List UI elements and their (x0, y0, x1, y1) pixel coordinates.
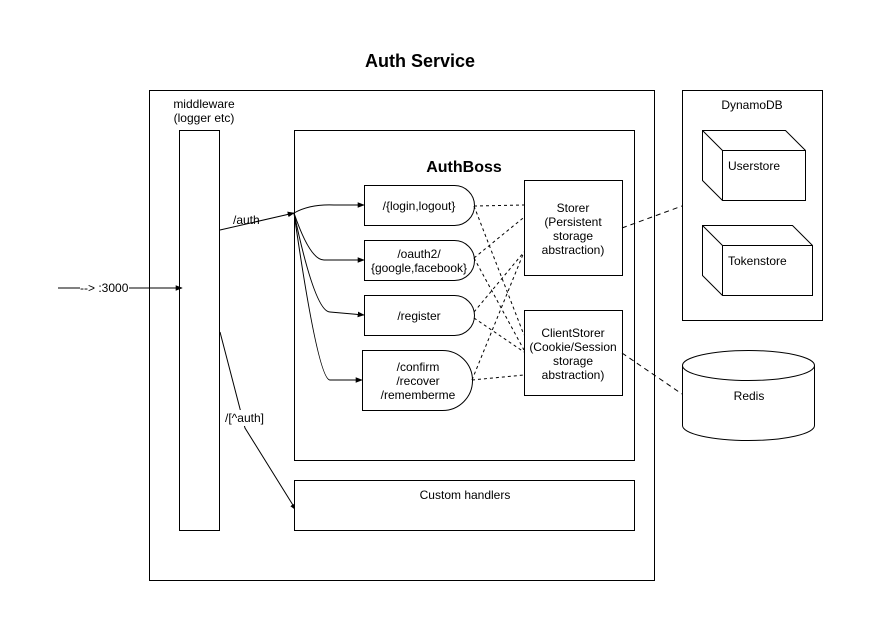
link-clientstorer-redis (621, 352, 683, 395)
client-storer-box (524, 310, 623, 396)
link-register-storer (473, 251, 525, 313)
route-oauth2 (364, 240, 476, 281)
route-storer-connections (471, 204, 529, 381)
dynamodb-title: DynamoDB (721, 98, 782, 112)
userstore-cube: Userstore (702, 130, 806, 201)
route-oauth2-label-line1: /oauth2/ (397, 247, 441, 261)
storer-label-line3: storage (553, 229, 593, 243)
redis-label: Redis (734, 389, 765, 403)
middleware-box (179, 130, 220, 531)
auth-edge (219, 211, 295, 231)
auth-edge-label: /auth (233, 213, 260, 227)
route-confirm-label-line3: /rememberme (381, 388, 456, 402)
client-storer-label-line1: ClientStorer (541, 326, 604, 340)
userstore-label: Userstore (728, 159, 780, 173)
link-register-clientstorer (473, 317, 525, 353)
route-confirm-label-line1: /confirm (397, 360, 440, 374)
not-auth-label-bg (224, 410, 266, 426)
redis-cylinder-body (682, 365, 815, 441)
tokenstore-cube: Tokenstore (702, 225, 813, 296)
storer-label-line2: (Persistent (544, 215, 602, 229)
entry-label: --> :3000 (80, 281, 129, 295)
redis-cylinder-top (682, 350, 815, 381)
storer-label-line1: Storer (557, 201, 590, 215)
client-storer-label-line3: storage (553, 354, 593, 368)
userstore-cube-edges (702, 130, 806, 201)
link-confirm-clientstorer (471, 374, 525, 381)
userstore-cube-outline (702, 130, 806, 201)
middleware-label-line2: (logger etc) (174, 111, 235, 125)
route-edge-confirm (293, 212, 363, 383)
redis-cylinder: Redis (682, 350, 815, 441)
not-auth-edge-label: /[^auth] (225, 411, 264, 425)
route-edge-oauth2 (293, 212, 365, 263)
tokenstore-cube-outline (702, 225, 813, 296)
route-edge-register (293, 212, 365, 318)
custom-handlers-label: Custom handlers (420, 488, 511, 502)
client-storer-label-line4: abstraction) (542, 368, 605, 382)
link-storer-dynamodb (621, 205, 683, 229)
route-login-logout-label: /{login,logout} (383, 199, 456, 213)
diagram-title: Auth Service (365, 51, 475, 71)
route-edge-login (293, 202, 365, 214)
storer-label-line4: abstraction) (542, 243, 605, 257)
storer-box (524, 180, 623, 276)
client-storer-label-line2: (Cookie/Session (529, 340, 616, 354)
link-login-clientstorer (473, 205, 525, 336)
authboss-title: AuthBoss (426, 159, 502, 176)
route-oauth2-label-line2: {google,facebook} (371, 261, 467, 275)
link-confirm-storer (471, 251, 525, 381)
custom-handlers-box (294, 480, 635, 531)
tokenstore-cube-edges (702, 225, 813, 296)
tokenstore-label: Tokenstore (728, 254, 787, 268)
route-confirm-recover (362, 350, 474, 411)
middleware-label-line1: middleware (173, 97, 235, 111)
link-login-storer (473, 204, 525, 207)
route-register (364, 295, 476, 336)
not-auth-edge (219, 331, 297, 511)
route-confirm-label-line2: /recover (396, 374, 439, 388)
route-register-label: /register (397, 309, 440, 323)
